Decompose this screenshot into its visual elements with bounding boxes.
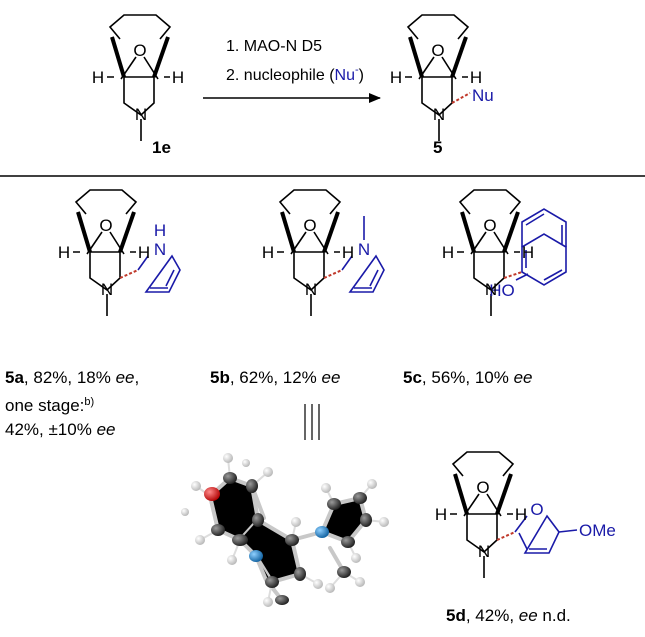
- nitrogen-atom-sphere: [249, 550, 263, 562]
- hydrogen-atom: H: [390, 68, 402, 87]
- hydrogen-atom: H: [515, 505, 527, 524]
- compound-5b-structure: N O N H H: [262, 189, 385, 316]
- step2-text: 2. nucleophile (Nu-): [226, 64, 364, 84]
- reactant-1e-structure: O N H H: [92, 14, 184, 141]
- compound-id: 5c: [403, 368, 422, 387]
- oxygen-atom-sphere: [204, 487, 220, 501]
- hydrogen-atom: H: [342, 243, 354, 262]
- hydrogen-atom: H: [172, 68, 184, 87]
- furan-oxygen: O: [530, 500, 543, 519]
- nitrogen-atom-sphere: [315, 526, 329, 538]
- caption-5b: 5b, 62%, 12% ee: [210, 368, 341, 387]
- compound-id: 5b: [210, 368, 230, 387]
- oxygen-atom: O: [303, 216, 316, 235]
- carbon-atoms: [211, 472, 372, 605]
- equivalence-sign: [304, 404, 320, 440]
- nitrogen-atom: N: [101, 280, 113, 299]
- compound-5a-structure: N H O N H H: [58, 189, 181, 316]
- caption-5a: 5a, 82%, 18% ee, one stage:b) 42%, ±10% …: [5, 368, 140, 439]
- compound-id: 5d: [446, 606, 466, 625]
- reactant-label: 1e: [152, 138, 171, 157]
- oxygen-atom: O: [431, 41, 444, 60]
- oxygen-atom: O: [99, 216, 112, 235]
- hydrogen-atom: H: [138, 243, 150, 262]
- hydrogen-atom: H: [442, 243, 454, 262]
- compound-5d-structure: O OMe O N H H: [435, 451, 616, 578]
- hydrogen-atom: H: [435, 505, 447, 524]
- step1-text: 1. MAO-N D5: [226, 38, 322, 55]
- oxygen-atom: O: [476, 478, 489, 497]
- compound-id: 5a: [5, 368, 24, 387]
- nitrogen-atom: N: [478, 542, 490, 561]
- compound-5c-structure: HO O N H H: [442, 189, 567, 316]
- product-5-structure: O N H H Nu: [390, 14, 494, 141]
- nitrogen-atom: N: [485, 280, 497, 299]
- hydrogen-atom: H: [92, 68, 104, 87]
- nitrogen-atom: N: [305, 280, 317, 299]
- hydrogen-atom: H: [58, 243, 70, 262]
- crystal-structure-image: [181, 453, 389, 607]
- oxygen-atom: O: [483, 216, 496, 235]
- hydrogen-atom: H: [522, 243, 534, 262]
- pyrrole-nitrogen: N: [154, 240, 166, 259]
- oxygen-atom: O: [133, 41, 146, 60]
- methoxy-group: OMe: [579, 521, 616, 540]
- hydrogen-atom: H: [262, 243, 274, 262]
- pyrrole-nitrogen: N: [358, 240, 370, 259]
- hydrogen-atom: H: [470, 68, 482, 87]
- caption-5c: 5c, 56%, 10% ee: [403, 368, 533, 387]
- nitrogen-atom: N: [135, 105, 147, 124]
- caption-5d: 5d, 42%, ee n.d.: [446, 606, 571, 625]
- hydroxyl-group: HO: [489, 281, 515, 300]
- top-scheme: O N H H 1e 1. MAO-N D5 2. nucleophile (N…: [92, 14, 494, 157]
- pyrrole-hydrogen: H: [154, 221, 166, 240]
- product-label: 5: [433, 138, 442, 157]
- nitrogen-atom: N: [433, 105, 445, 124]
- nucleophile-label: Nu: [472, 86, 494, 105]
